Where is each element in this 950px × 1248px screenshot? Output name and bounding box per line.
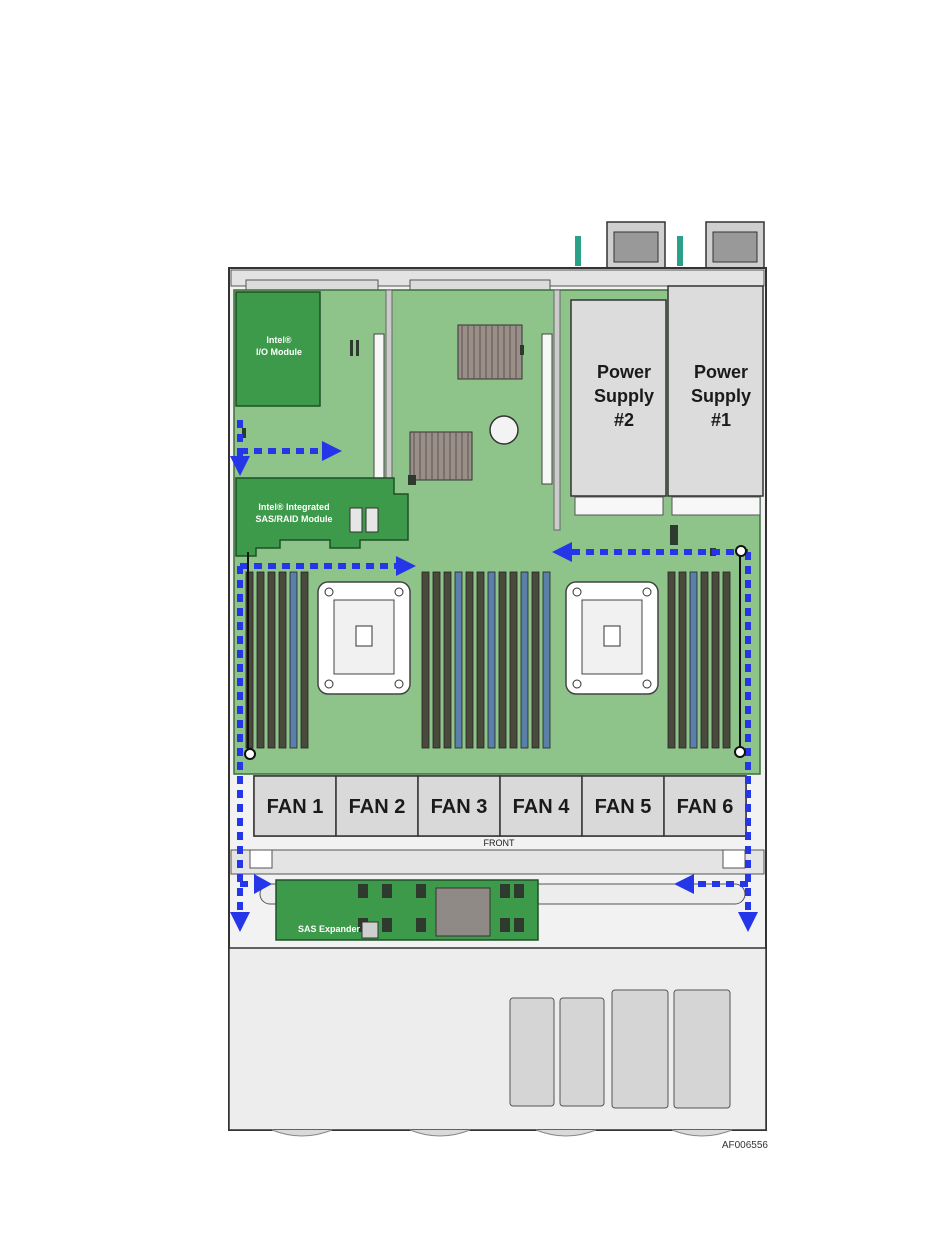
cpu-socket-1	[318, 582, 410, 694]
psu2-label-line2: Supply	[594, 386, 654, 406]
dimm-slot-23	[712, 572, 719, 748]
dimm-slot-20	[679, 572, 686, 748]
dimm-slot-17	[532, 572, 539, 748]
dimm-slot-6	[301, 572, 308, 748]
riser-slot-1	[374, 334, 384, 484]
psu-rear-handles	[575, 222, 764, 270]
fan-row: FAN 1 FAN 2 FAN 3 FAN 4 FAN 5 FAN 6	[254, 776, 746, 836]
dimm-slot-12	[477, 572, 484, 748]
dimm-slot-15	[510, 572, 517, 748]
dimm-slot-5	[290, 572, 297, 748]
dimm-slot-11	[466, 572, 473, 748]
dimm-slot-7	[422, 572, 429, 748]
dimm-slot-2	[257, 572, 264, 748]
fan-5-label: FAN 5	[595, 796, 652, 818]
psu1-label-line2: Supply	[691, 386, 751, 406]
dimm-slot-14	[499, 572, 506, 748]
cmos-battery	[490, 416, 518, 444]
cpu-socket-2	[566, 582, 658, 694]
io-module-label-line2: I/O Module	[256, 347, 302, 357]
fan-4-label: FAN 4	[513, 796, 571, 818]
heatsink-chipset	[410, 432, 472, 480]
sas-raid-label-line1: Intel® Integrated	[258, 502, 329, 512]
fan-3-label: FAN 3	[431, 796, 488, 818]
fan-1-label: FAN 1	[267, 796, 324, 818]
dimm-slot-4	[279, 572, 286, 748]
dimm-slot-10	[455, 572, 462, 748]
dimm-slot-9	[444, 572, 451, 748]
dimm-slot-18	[543, 572, 550, 748]
dimm-slot-16	[521, 572, 528, 748]
psu2-label-line3: #2	[614, 410, 634, 430]
psu1-label-line3: #1	[711, 410, 731, 430]
dimm-slot-8	[433, 572, 440, 748]
sas-expander-label: SAS Expander	[298, 924, 361, 934]
fan-2-label: FAN 2	[349, 796, 406, 818]
dimm-slot-19	[668, 572, 675, 748]
psu2-label-line1: Power	[597, 362, 651, 382]
fan-6-label: FAN 6	[677, 796, 734, 818]
dimm-slot-3	[268, 572, 275, 748]
psu1-label-line1: Power	[694, 362, 748, 382]
io-module-label-line1: Intel®	[266, 335, 292, 345]
front-label: FRONT	[484, 838, 515, 848]
figure-id: AF006556	[722, 1140, 769, 1151]
dimm-slot-21	[690, 572, 697, 748]
dimm-slot-22	[701, 572, 708, 748]
dimm-slot-24	[723, 572, 730, 748]
dimm-slot-13	[488, 572, 495, 748]
riser-slot-2	[542, 334, 552, 484]
sas-raid-label-line2: SAS/RAID Module	[255, 514, 332, 524]
